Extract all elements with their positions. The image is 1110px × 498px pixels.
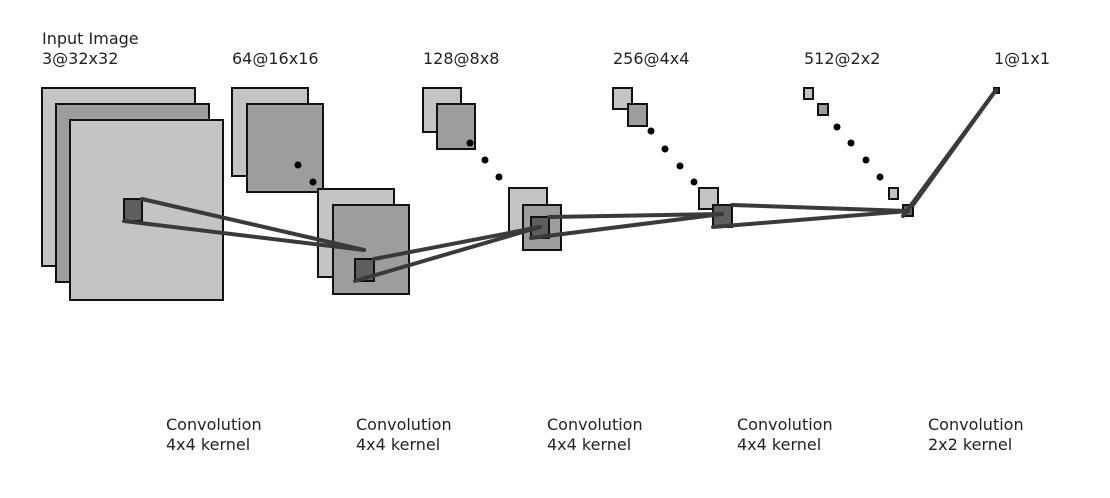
projection-line xyxy=(122,219,366,252)
ellipsis-dot xyxy=(647,127,655,135)
layer-label-line: 3@32x32 xyxy=(42,49,119,68)
layer-label-64: 64@16x16 xyxy=(232,49,319,69)
layer-512-map-2 xyxy=(817,103,829,116)
layer-label-input: Input Image 3@32x32 xyxy=(42,29,139,69)
ellipsis-dot xyxy=(309,178,317,186)
layer-label-line: 64@16x16 xyxy=(232,49,319,68)
ellipsis-dot xyxy=(876,173,884,181)
layer-64-map-2 xyxy=(246,103,324,193)
ellipsis-dot xyxy=(481,156,489,164)
ellipsis-dot xyxy=(294,161,302,169)
operation-kernel: 4x4 kernel xyxy=(547,435,632,454)
projection-line xyxy=(547,212,724,219)
projection-line xyxy=(372,225,542,261)
operation-label-3: Convolution 4x4 kernel xyxy=(547,415,643,455)
layer-label-line: 128@8x8 xyxy=(423,49,500,68)
layer-512-map-3 xyxy=(888,187,899,200)
input-map-3 xyxy=(69,119,224,301)
layer-label-line: 512@2x2 xyxy=(804,49,881,68)
ellipsis-dot xyxy=(847,139,855,147)
layer-512-map-1 xyxy=(803,87,814,100)
layer-128-feature-maps xyxy=(422,87,562,251)
layer-label-512: 512@2x2 xyxy=(804,49,880,69)
operation-name: Convolution xyxy=(356,415,452,434)
ellipsis-dot xyxy=(862,156,870,164)
projection-line xyxy=(140,197,366,252)
input-kernel-window xyxy=(123,198,143,222)
operation-kernel: 2x2 kernel xyxy=(928,435,1013,454)
ellipsis-dot xyxy=(466,139,474,147)
layer-label-line: 256@4x4 xyxy=(613,49,690,68)
layer-label-128: 128@8x8 xyxy=(423,49,499,69)
layer-label-256: 256@4x4 xyxy=(613,49,689,69)
operation-label-5: Convolution 2x2 kernel xyxy=(928,415,1024,455)
layer-label-line: 1@1x1 xyxy=(994,49,1051,68)
kernel-projection-lines xyxy=(122,88,998,283)
operation-kernel: 4x4 kernel xyxy=(166,435,251,454)
operation-name: Convolution xyxy=(928,415,1024,434)
ellipsis-dot xyxy=(661,145,669,153)
ellipsis-dot xyxy=(833,123,841,131)
operation-kernel: 4x4 kernel xyxy=(356,435,441,454)
layer-label-output: 1@1x1 xyxy=(994,49,1050,69)
projection-line xyxy=(901,88,998,218)
ellipsis-dot xyxy=(495,173,503,181)
layer-256-map-3 xyxy=(698,187,719,210)
input-image-feature-maps xyxy=(41,87,224,301)
projection-line xyxy=(353,225,542,283)
operation-label-1: Convolution 4x4 kernel xyxy=(166,415,262,455)
operation-label-4: Convolution 4x4 kernel xyxy=(737,415,833,455)
ellipsis-dot xyxy=(676,162,684,170)
operation-label-2: Convolution 4x4 kernel xyxy=(356,415,452,455)
projection-line xyxy=(711,209,910,229)
operation-name: Convolution xyxy=(547,415,643,434)
layer-256-feature-maps xyxy=(612,87,733,228)
projection-line xyxy=(529,212,724,240)
operation-name: Convolution xyxy=(737,415,833,434)
operation-kernel: 4x4 kernel xyxy=(737,435,822,454)
layer-512-feature-maps xyxy=(803,87,914,217)
operation-name: Convolution xyxy=(166,415,262,434)
layer-64-feature-maps xyxy=(231,87,410,295)
layer-label-line: Input Image xyxy=(42,29,139,48)
projection-line xyxy=(730,203,910,213)
ellipsis-dot xyxy=(690,178,698,186)
layer-256-map-2 xyxy=(627,103,648,127)
